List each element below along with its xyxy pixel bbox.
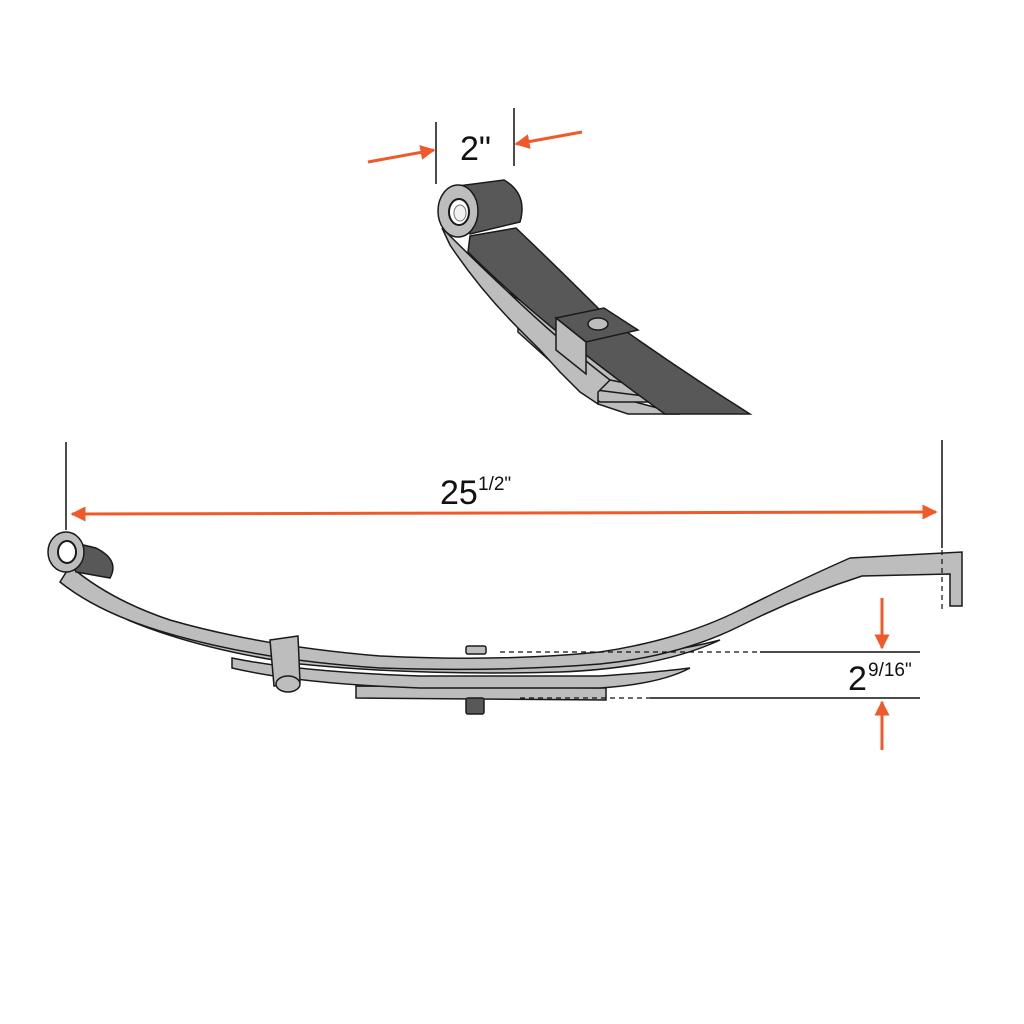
height-fraction: 9/16	[868, 660, 905, 681]
height-dimension-label: 2	[848, 660, 867, 698]
height-unit: "	[905, 660, 912, 681]
detail-center-bolt-icon	[587, 317, 609, 331]
width-dimension-label: 2"	[460, 130, 491, 168]
side-center-bolt-nut-icon	[465, 697, 485, 715]
detail-eye-bushing-inner	[453, 204, 467, 222]
width-arrow-right	[514, 130, 583, 149]
side-center-bolt-head	[465, 645, 487, 655]
side-eye-bushing-icon	[57, 540, 77, 564]
height-dimension-fraction: 9/16"	[868, 660, 912, 681]
length-arrow	[70, 504, 938, 522]
spring-side-view: 2 9/16" 25 1/2"	[47, 440, 963, 750]
side-rebound-clip-bolt-icon	[275, 675, 301, 693]
length-whole: 25	[440, 474, 478, 512]
height-whole: 2	[848, 660, 867, 698]
length-dimension-fraction: 1/2"	[478, 474, 511, 495]
width-arrow-left	[367, 145, 436, 164]
length-fraction: 1/2	[478, 474, 504, 495]
length-unit: "	[504, 474, 511, 495]
side-main-leaf	[59, 551, 963, 671]
spring-detail-view: 2"	[367, 108, 753, 415]
length-dimension-label: 25	[440, 474, 478, 512]
side-leaf-3	[231, 657, 691, 689]
width-unit: "	[479, 130, 491, 168]
detail-center-clamp-side	[555, 316, 587, 376]
width-value: 2	[460, 130, 479, 168]
